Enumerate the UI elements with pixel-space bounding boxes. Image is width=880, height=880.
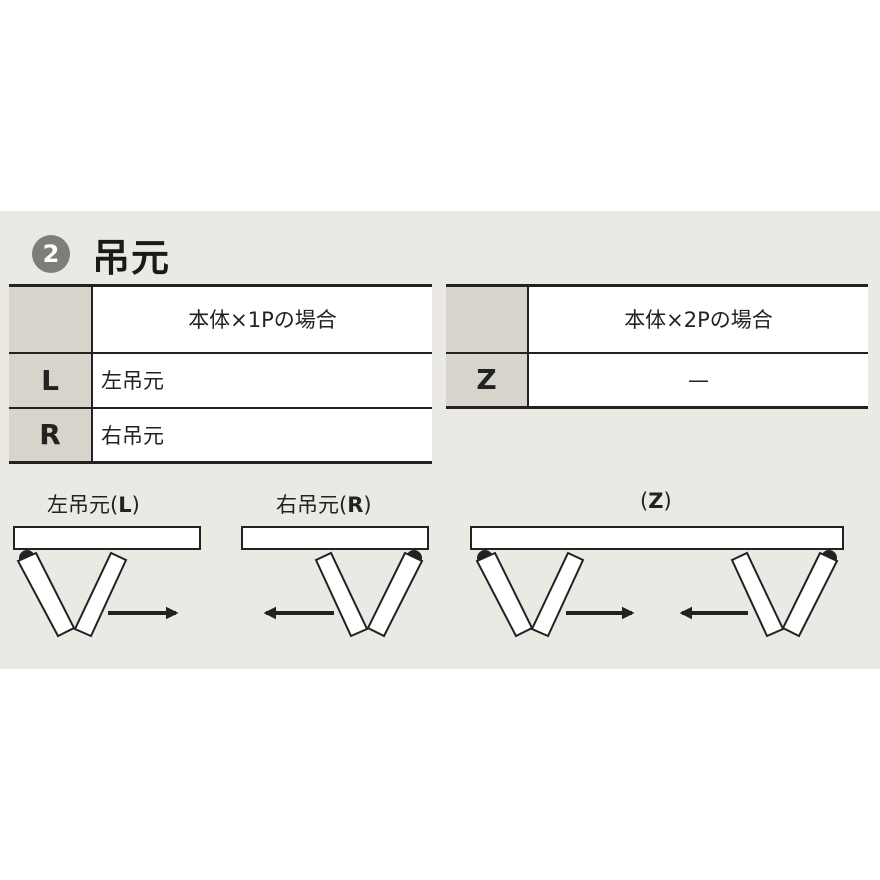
door-leaf	[475, 551, 534, 638]
door-leaf	[366, 551, 424, 638]
table-header-row: 本体×2Pの場合	[446, 285, 868, 354]
frame-rail	[470, 526, 844, 550]
table-header-row: 本体×1Pの場合	[9, 285, 432, 354]
door-leaf	[530, 551, 585, 638]
diagram-label-z: (Z)	[640, 489, 672, 513]
section-number-badge: 2	[32, 235, 70, 273]
table-row: R 右吊元	[9, 407, 432, 463]
section-header: 2 吊元	[32, 229, 171, 280]
table-corner-cell	[9, 285, 93, 354]
table-double-panel: 本体×2Pの場合 Z —	[446, 284, 868, 409]
hinge-diagrams	[13, 526, 844, 638]
door-leaf	[16, 551, 76, 638]
row-value-cell: 左吊元	[92, 352, 432, 409]
frame-rail	[13, 526, 201, 550]
table-header-cell: 本体×2Pの場合	[528, 285, 868, 354]
diagram-left-hinge	[13, 526, 201, 638]
table-corner-cell	[446, 285, 529, 354]
row-value-cell: 右吊元	[101, 423, 164, 448]
row-code-cell: R	[9, 407, 93, 463]
door-leaf	[73, 551, 128, 638]
diagram-label-left: 左吊元(L)	[47, 493, 140, 517]
table-header-cell: 本体×1Pの場合	[92, 285, 432, 354]
hinge-side-panel: 2 吊元 本体×1Pの場合 L 左吊元 R 右吊元 本体×2Pの場合 Z — 左…	[0, 211, 880, 669]
row-code-cell: L	[9, 352, 93, 409]
door-leaf	[781, 551, 839, 638]
table-row: Z —	[446, 352, 868, 408]
door-leaf	[314, 551, 369, 638]
diagram-label-right: 右吊元(R)	[276, 493, 372, 517]
diagram-right-hinge	[241, 526, 429, 638]
section-title: 吊元	[92, 235, 171, 280]
row-value-cell: —	[688, 367, 709, 392]
frame-rail	[241, 526, 429, 550]
table-single-panel: 本体×1Pの場合 L 左吊元 R 右吊元	[9, 284, 432, 464]
diagram-double	[470, 526, 844, 638]
door-leaf	[730, 551, 785, 638]
table-row: L 左吊元	[9, 352, 432, 409]
row-code-cell: Z	[446, 352, 529, 408]
